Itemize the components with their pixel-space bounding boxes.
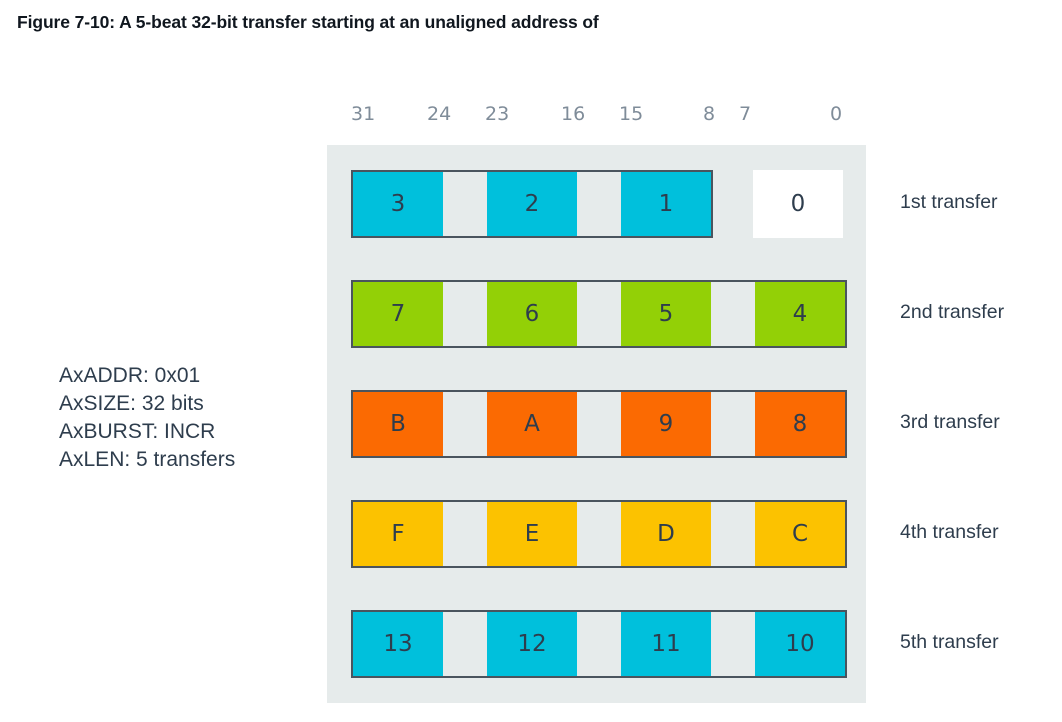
byte-lane-cell: D [621,502,711,566]
bit-label-15: 15 [619,103,644,125]
bit-label-16: 16 [561,103,586,125]
lane-gap [443,392,487,456]
byte-lane-cell: 9 [621,392,711,456]
lane-gap [577,282,621,346]
byte-lane-cell: 11 [621,612,711,676]
transfer-label-5: 5th transfer [900,631,999,653]
byte-lane-cell: A [487,392,577,456]
lane-gap [711,502,755,566]
bit-label-7: 7 [739,103,752,125]
transfer-label-3: 3rd transfer [900,411,1000,433]
bit-position-ruler: 31 24 23 16 15 8 7 0 [327,103,867,131]
byte-lane-cell-inactive: 0 [753,170,843,238]
parameter-line: AxSIZE: 32 bits [59,392,204,415]
byte-lane-cell: 5 [621,282,711,346]
bit-label-23: 23 [485,103,510,125]
byte-lane-cell: E [487,502,577,566]
byte-lane-cell: 10 [755,612,845,676]
byte-lane-cell: 1 [621,172,711,236]
lane-gap [443,282,487,346]
lane-gap [577,392,621,456]
lane-gap [443,502,487,566]
byte-lane-cell: 7 [353,282,443,346]
lane-gap [577,172,621,236]
byte-lane-cell: 3 [353,172,443,236]
transfer-inactive-box: 0 [753,170,843,238]
transfer-label-1: 1st transfer [900,191,998,213]
bit-label-0: 0 [830,103,843,125]
byte-lane-cell: C [755,502,845,566]
byte-lane-cell: 2 [487,172,577,236]
transfer-data-box: 13 12 11 10 [351,610,847,678]
lane-gap [577,502,621,566]
transfer-label-4: 4th transfer [900,521,999,543]
byte-lane-cell: 6 [487,282,577,346]
bit-label-8: 8 [703,103,716,125]
transfer-label-2: 2nd transfer [900,301,1005,323]
parameter-line: AxLEN: 5 transfers [59,448,236,471]
lane-gap [577,612,621,676]
lane-gap [443,172,487,236]
byte-lane-cell: F [353,502,443,566]
lane-gap [711,612,755,676]
lane-gap [711,392,755,456]
byte-lane-cell: B [353,392,443,456]
bit-label-24: 24 [427,103,452,125]
parameter-line: AxADDR: 0x01 [59,364,201,387]
byte-lane-cell: 13 [353,612,443,676]
bit-label-31: 31 [351,103,376,125]
byte-lane-cell: 12 [487,612,577,676]
parameter-line: AxBURST: INCR [59,420,216,443]
figure-caption: Figure 7-10: A 5-beat 32-bit transfer st… [17,12,599,32]
lane-gap [711,282,755,346]
byte-lane-cell: 8 [755,392,845,456]
transfer-row: 13 12 11 10 [351,610,847,678]
byte-lane-cell: 4 [755,282,845,346]
lane-gap [443,612,487,676]
